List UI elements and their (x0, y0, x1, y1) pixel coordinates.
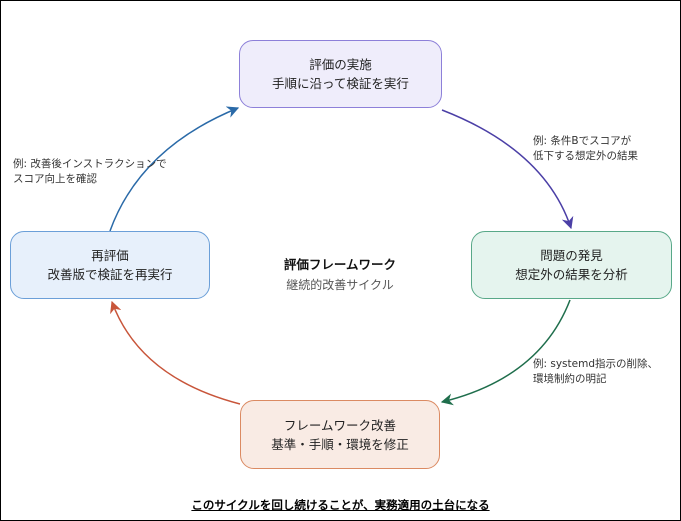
note-top-right-line2: 低下する想定外の結果 (533, 150, 638, 162)
node-evaluation-title: 評価の実施 (309, 57, 372, 72)
node-problem-discovery-title: 問題の発見 (540, 248, 603, 263)
node-framework-improvement-title: フレームワーク改善 (283, 417, 397, 433)
arrow-right-to-bottom (440, 299, 571, 406)
note-top-left-line1: 例: 改善後インストラクションで (13, 158, 167, 170)
note-bottom-right-line2: 環境制約の明記 (533, 373, 607, 385)
note-top-right: 例: 条件Bでスコアが 低下する想定外の結果 (533, 134, 638, 164)
node-reevaluation: 再評価 改善版で検証を再実行 (10, 231, 210, 299)
note-bottom-right: 例: systemd指示の削除、 環境制約の明記 (533, 357, 658, 387)
node-evaluation: 評価の実施 手順に沿って検証を実行 (239, 40, 442, 108)
note-bottom-right-line1: 例: systemd指示の削除、 (533, 358, 658, 370)
arrow-top-to-right (441, 109, 574, 230)
center-subtitle: 継続的改善サイクル (286, 278, 394, 292)
node-reevaluation-desc: 改善版で検証を再実行 (47, 267, 173, 282)
node-problem-discovery-desc: 想定外の結果を分析 (515, 267, 628, 282)
note-top-left: 例: 改善後インストラクションで スコア向上を確認 (13, 157, 167, 187)
footer-caption: このサイクルを回し続けることが、実務適用の土台になる (191, 498, 490, 512)
node-problem-discovery: 問題の発見 想定外の結果を分析 (471, 231, 672, 299)
node-reevaluation-title: 再評価 (91, 248, 129, 263)
node-evaluation-desc: 手順に沿って検証を実行 (272, 76, 409, 91)
arrow-bottom-to-left (110, 300, 241, 405)
arrow-left-to-top (109, 106, 240, 232)
note-top-right-line1: 例: 条件Bでスコアが (533, 135, 632, 147)
note-top-left-line2: スコア向上を確認 (13, 173, 97, 185)
center-title: 評価フレームワーク (283, 257, 397, 272)
node-framework-improvement-desc: 基準・手順・環境を修正 (271, 436, 409, 452)
node-framework-improvement: フレームワーク改善 基準・手順・環境を修正 (240, 400, 440, 469)
